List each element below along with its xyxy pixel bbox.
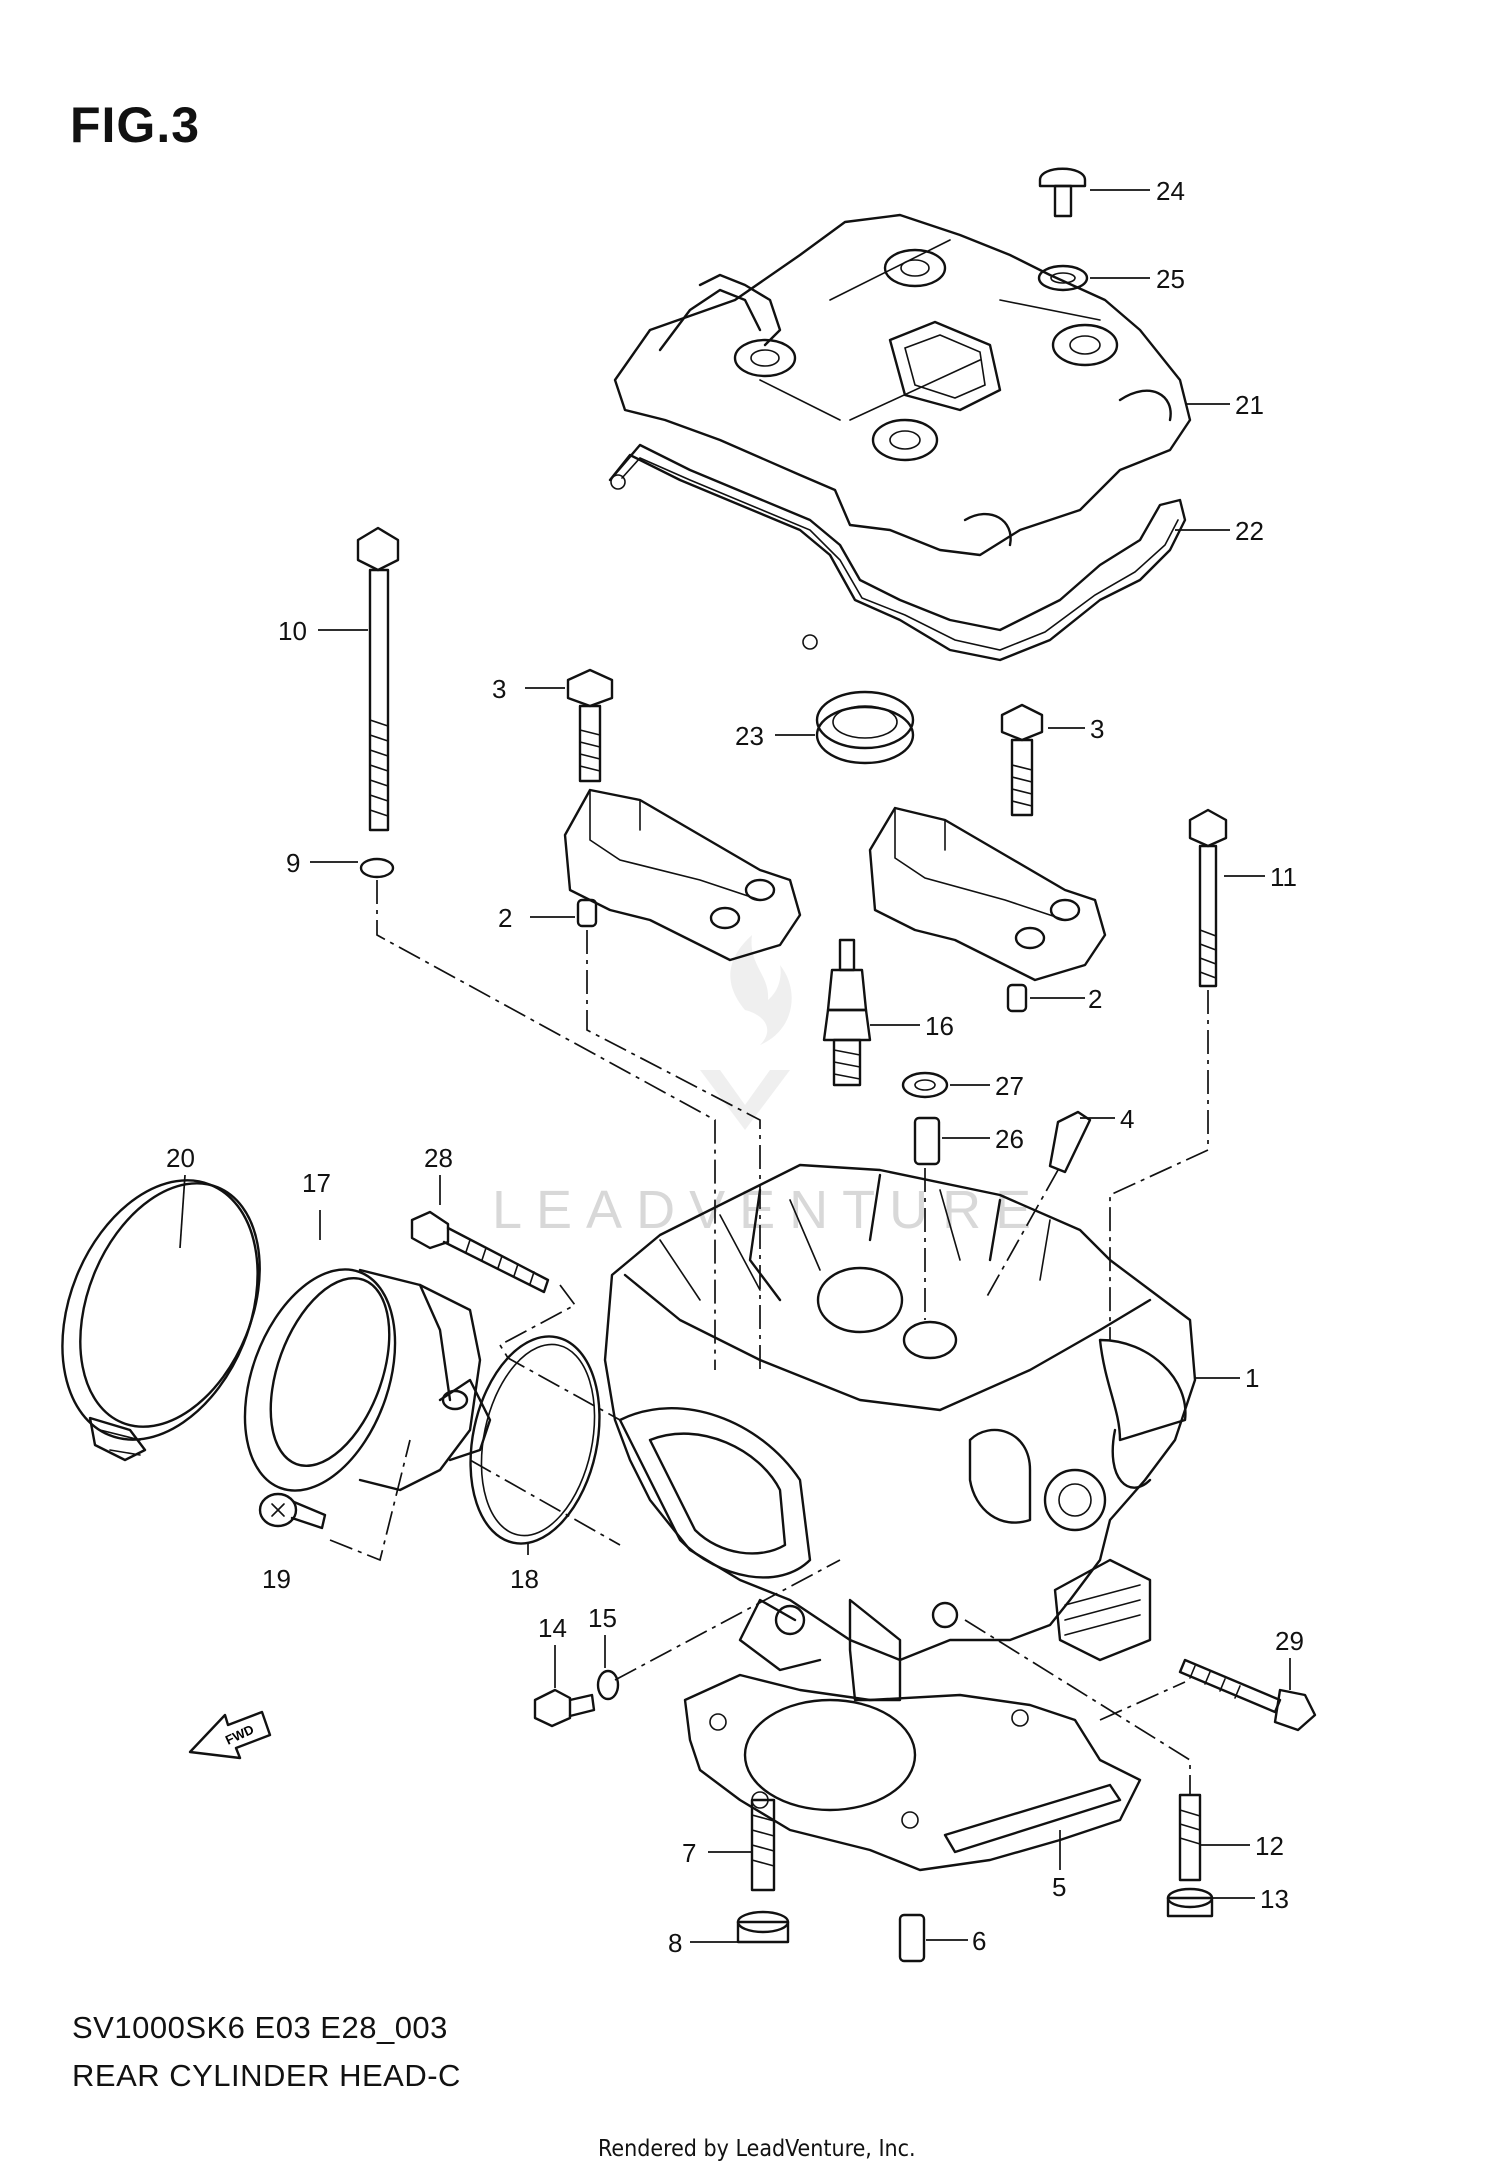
cylinder-head-cover — [613, 213, 1192, 557]
bolt-14 — [533, 1688, 596, 1728]
callout-12: 12 — [1255, 1831, 1284, 1861]
stud-bolt-10 — [356, 526, 400, 832]
callout-22: 22 — [1235, 516, 1264, 546]
pin-4 — [1048, 1110, 1092, 1174]
callout-3-right: 3 — [1090, 714, 1104, 744]
callout-3-left: 3 — [492, 674, 506, 704]
callout-11: 11 — [1270, 862, 1297, 892]
callout-28: 28 — [424, 1143, 453, 1173]
nut-8 — [736, 1910, 790, 1944]
nut-13 — [1166, 1887, 1214, 1918]
stud-7 — [750, 1798, 776, 1892]
clamp-20 — [61, 1179, 261, 1462]
callout-2-left: 2 — [498, 903, 512, 933]
assembly-lines — [329, 880, 1209, 1795]
callout-21: 21 — [1235, 390, 1264, 420]
callout-4: 4 — [1120, 1104, 1134, 1134]
cylinder-head — [603, 1163, 1197, 1702]
callout-7: 7 — [682, 1838, 696, 1868]
camshaft-holder-right — [868, 806, 1107, 982]
callout-17: 17 — [302, 1168, 331, 1198]
bolt-3-left — [566, 668, 614, 783]
callout-6: 6 — [972, 1926, 986, 1956]
o-ring-18 — [469, 1335, 601, 1545]
bolt-28 — [410, 1210, 550, 1294]
leader-lines — [179, 189, 1291, 1943]
cylinder-gasket-5 — [683, 1673, 1142, 1872]
bolt-3-right — [1000, 703, 1044, 817]
callout-29: 29 — [1275, 1626, 1304, 1656]
screw-19 — [258, 1492, 327, 1530]
washer-9 — [359, 857, 395, 879]
callout-8: 8 — [668, 1928, 682, 1958]
washer-27 — [901, 1071, 949, 1099]
callout-23: 23 — [735, 721, 764, 751]
bolt-29 — [1178, 1658, 1317, 1732]
callout-18: 18 — [510, 1564, 539, 1594]
sleeve-26 — [913, 1116, 941, 1166]
dowel-pin-2-right — [1006, 983, 1028, 1013]
callout-26: 26 — [995, 1124, 1024, 1154]
bolt-11 — [1188, 808, 1228, 988]
spark-plug-16 — [822, 938, 872, 1087]
callout-9: 9 — [286, 848, 300, 878]
washer-25 — [1037, 264, 1089, 292]
dowel-pin-6 — [898, 1913, 926, 1963]
drawing-code: SV1000SK6 E03 E28_003 — [72, 2010, 448, 2045]
callout-25: 25 — [1156, 264, 1185, 294]
callout-1: 1 — [1245, 1363, 1259, 1393]
cover-bolt-24 — [1038, 167, 1087, 218]
intake-pipe-17 — [243, 1268, 492, 1492]
o-ring-23 — [815, 690, 915, 765]
callout-16: 16 — [925, 1011, 954, 1041]
callout-15: 15 — [588, 1603, 617, 1633]
callout-27: 27 — [995, 1071, 1024, 1101]
camshaft-holder-left — [563, 788, 802, 962]
callout-13: 13 — [1260, 1884, 1289, 1914]
dowel-pin-2-left — [576, 898, 598, 928]
stud-12 — [1178, 1793, 1202, 1882]
callout-10: 10 — [278, 616, 307, 646]
fwd-arrow-icon: FWD — [188, 1710, 272, 1760]
callout-labels: 1 2 2 3 3 4 5 6 7 8 9 10 11 12 13 14 15 … — [166, 176, 1304, 1958]
callout-14: 14 — [538, 1613, 567, 1643]
callout-19: 19 — [262, 1564, 291, 1594]
drawing-caption: REAR CYLINDER HEAD-C — [72, 2058, 461, 2093]
head-cover-gasket — [608, 443, 1187, 662]
render-credit: Rendered by LeadVenture, Inc. — [598, 2136, 916, 2162]
callout-20: 20 — [166, 1143, 195, 1173]
watermark-logo — [700, 935, 792, 1130]
callout-5: 5 — [1052, 1872, 1066, 1902]
washer-15 — [596, 1669, 620, 1701]
watermark-text: LEADVENTURE — [492, 1180, 1045, 1240]
figure-title: FIG.3 — [70, 97, 201, 153]
callout-2-right: 2 — [1088, 984, 1102, 1014]
callout-24: 24 — [1156, 176, 1185, 206]
